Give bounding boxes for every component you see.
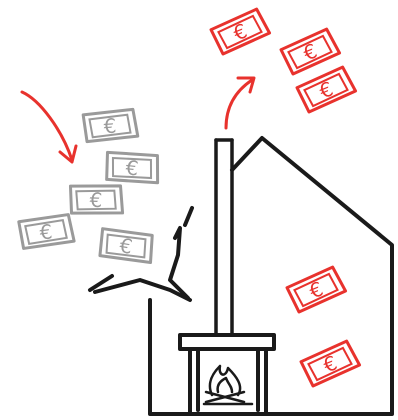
banknote-red-4: € — [286, 266, 346, 313]
fire-flame-icon — [204, 366, 252, 404]
svg-text:€: € — [89, 188, 103, 212]
fireplace-icon — [180, 335, 274, 414]
banknote-red-1: € — [210, 8, 270, 55]
banknote-grey-1: € — [83, 109, 138, 142]
banknote-grey-5: € — [98, 227, 155, 265]
curved-arrow-out-icon — [226, 78, 254, 128]
incoming-banknotes: € € € € € — [19, 109, 161, 264]
banknote-grey-3: € — [70, 184, 124, 215]
curved-arrow-in-icon — [22, 92, 76, 162]
banknote-red-5: € — [300, 340, 360, 387]
banknote-grey-2: € — [105, 150, 161, 184]
chimney-pipe-icon — [216, 140, 232, 335]
svg-text:€: € — [124, 155, 139, 180]
svg-text:€: € — [38, 219, 53, 244]
banknote-red-2: € — [280, 28, 340, 75]
banknote-red-3: € — [296, 66, 356, 113]
svg-text:€: € — [103, 114, 117, 139]
banknote-grey-4: € — [19, 214, 75, 248]
